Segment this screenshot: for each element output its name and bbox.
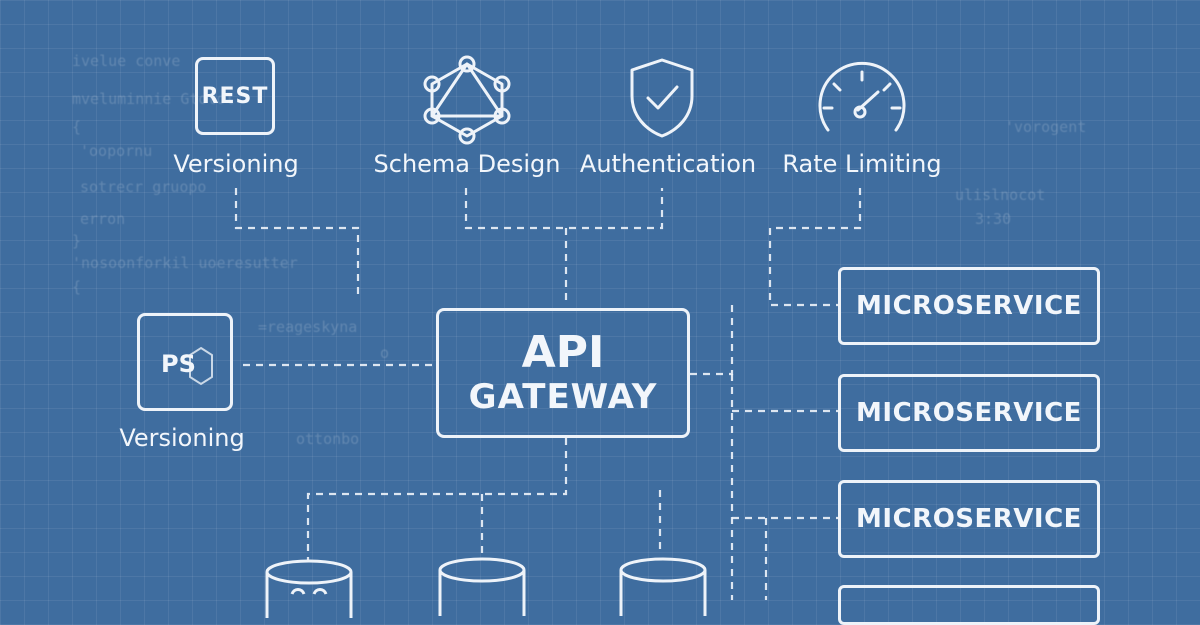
background-code-line: 'vorogent: [1005, 118, 1087, 136]
graph-icon: [422, 55, 512, 145]
background-code-line: erron: [80, 210, 126, 228]
background-code-line: }: [72, 232, 82, 250]
label-versioning-top: Versioning: [173, 150, 299, 178]
background-code-line: o: [380, 344, 390, 362]
background-code-line: mveluminnie Gtotol: [72, 90, 235, 108]
label-authentication: Authentication: [579, 150, 757, 178]
connector-rate-limiting: [768, 188, 862, 307]
microservice-box: MICROSERVICE: [838, 374, 1100, 452]
speedometer-icon: [814, 58, 910, 138]
connector-versioning: [234, 188, 360, 298]
gateway-title-line1: API: [521, 327, 605, 378]
background-code-line: ivelue conve: [72, 52, 181, 70]
shield-check-icon: [626, 56, 698, 140]
connector-schema-auth: [464, 188, 664, 230]
label-rate-limiting: Rate Limiting: [782, 150, 942, 178]
label-schema-design: Schema Design: [373, 150, 561, 178]
background-code-line: {: [72, 278, 82, 296]
background-code-line: sotrecr gruopo: [80, 178, 207, 196]
microservice-box: MICROSERVICE: [838, 480, 1100, 558]
connector-lines: [234, 188, 862, 600]
database-icon: [264, 558, 354, 618]
background-code-line: 3:30: [975, 210, 1012, 228]
api-gateway-box: API GATEWAY: [436, 308, 690, 438]
microservice-box-partial: [838, 585, 1100, 625]
hexagon-icon: [189, 346, 213, 386]
api-architecture-diagram: ivelue conve mveluminnie Gtotol { 'oopor…: [72, 52, 1100, 625]
background-code-line: ulislnocot: [955, 186, 1046, 204]
microservice-box: MICROSERVICE: [838, 267, 1100, 345]
background-code-line: ottonbo: [296, 430, 360, 448]
label-versioning-left: Versioning: [119, 424, 245, 452]
gateway-title-line2: GATEWAY: [468, 377, 658, 417]
connector-db-1: [306, 438, 568, 560]
rest-badge: REST: [201, 83, 269, 109]
background-code-line: =reageskyna: [258, 318, 358, 336]
connector-gateway-right: [690, 305, 734, 376]
background-code-line: {: [72, 118, 82, 136]
database-icon: [437, 556, 527, 616]
background-code-line: 'nosoonforkil uoeresutter: [72, 254, 298, 272]
rest-icon-box: REST: [195, 57, 275, 135]
ps-icon-box: PS: [137, 313, 233, 411]
database-icon: [618, 556, 708, 616]
background-code-line: 'oopornu: [80, 142, 153, 160]
